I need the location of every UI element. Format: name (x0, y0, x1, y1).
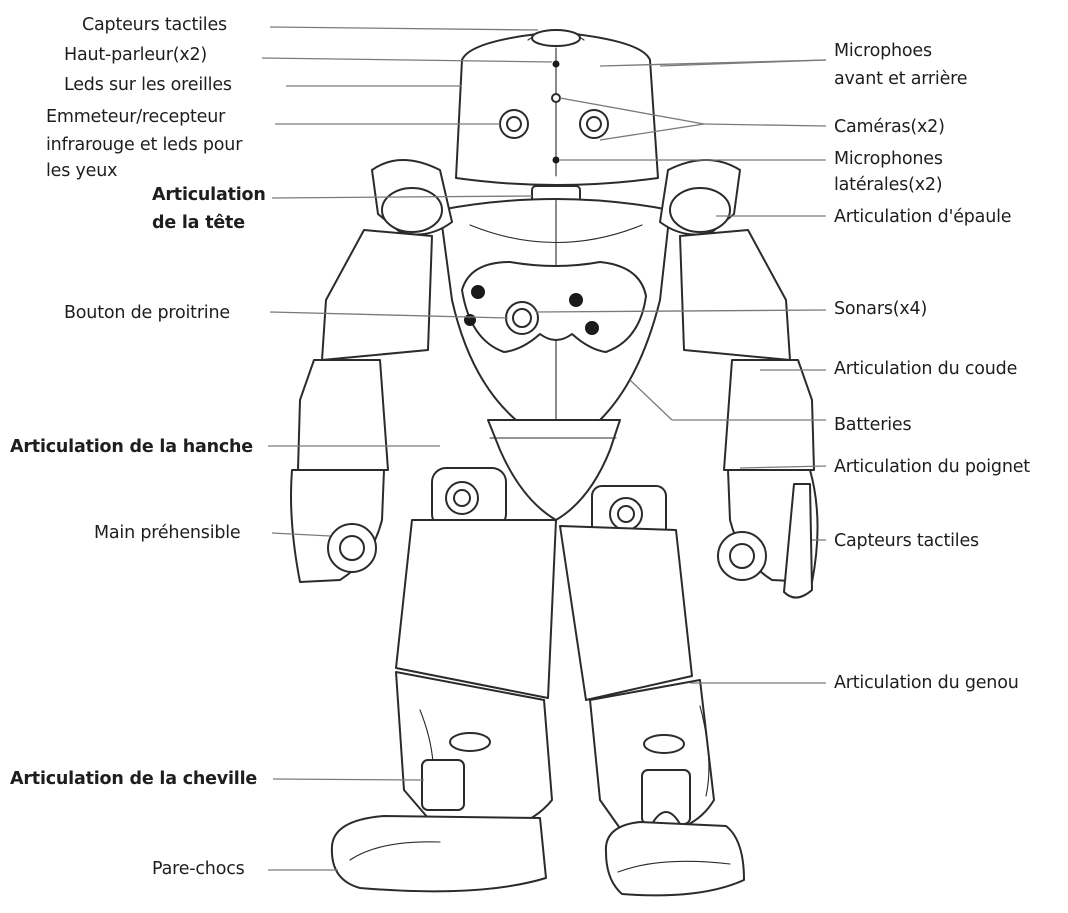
label-emmeteur-line3: les yeux (46, 160, 117, 182)
label-articulation-tete-line2: de la tête (152, 212, 245, 234)
robot-left-shin (396, 672, 552, 833)
robot-right-foot (606, 822, 744, 895)
robot-left-thigh (396, 520, 556, 698)
label-articulation-coude: Articulation du coude (834, 358, 1017, 380)
sonar-3 (570, 294, 582, 306)
robot-right-forearm (724, 360, 814, 470)
label-microphones-avant-line1: Microphoes (834, 40, 932, 62)
sonar-1 (472, 286, 484, 298)
label-articulation-genou: Articulation du genou (834, 672, 1019, 694)
label-emmeteur-line1: Emmeteur/recepteur (46, 106, 225, 128)
label-articulation-tete-line1: Articulation (152, 184, 266, 206)
robot-left-foot (332, 816, 546, 891)
label-articulation-epaule: Articulation d'épaule (834, 206, 1011, 228)
label-capteurs-tactiles-main: Capteurs tactiles (834, 530, 979, 552)
label-bouton-poitrine: Bouton de proitrine (64, 302, 230, 324)
robot-left-forearm (298, 360, 388, 470)
label-main-prehensible: Main préhensible (94, 522, 241, 544)
label-cameras: Caméras(x2) (834, 116, 945, 138)
robot-right-thigh (560, 526, 692, 700)
label-batteries: Batteries (834, 414, 911, 436)
label-haut-parleur: Haut-parleur(x2) (64, 44, 207, 66)
robot-chest-plate (462, 262, 646, 352)
sonar-4 (586, 322, 598, 334)
label-emmeteur-line2: infrarouge et leds pour (46, 134, 242, 156)
label-microphones-laterales-line1: Microphones (834, 148, 943, 170)
label-microphones-laterales-line2: latérales(x2) (834, 174, 942, 196)
label-capteurs-tactiles-tete: Capteurs tactiles (82, 14, 227, 36)
robot-right-upper-arm (680, 230, 790, 360)
label-microphones-avant-line2: avant et arrière (834, 68, 967, 90)
label-articulation-hanche: Articulation de la hanche (10, 436, 253, 458)
robot-left-upper-arm (322, 230, 432, 360)
label-leds-oreilles: Leds sur les oreilles (64, 74, 232, 96)
label-articulation-cheville: Articulation de la cheville (10, 768, 257, 790)
label-articulation-poignet: Articulation du poignet (834, 456, 1030, 478)
label-pare-chocs: Pare-chocs (152, 858, 245, 880)
label-sonars: Sonars(x4) (834, 298, 927, 320)
